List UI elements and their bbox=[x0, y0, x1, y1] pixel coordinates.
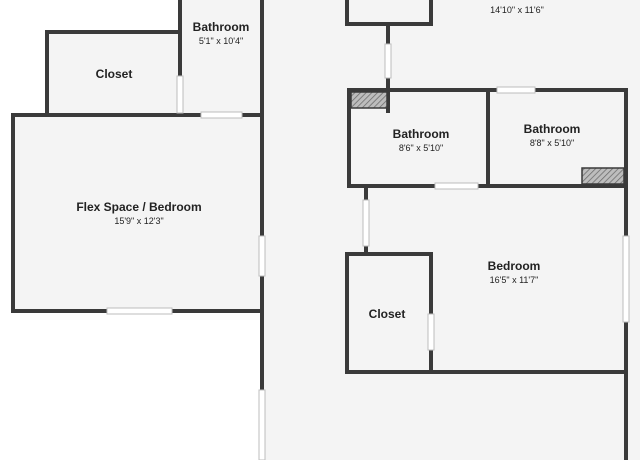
wall bbox=[624, 322, 628, 460]
floor-flex-space bbox=[13, 115, 262, 311]
wall bbox=[429, 252, 433, 314]
wall bbox=[45, 30, 182, 34]
wall bbox=[364, 188, 368, 200]
wall bbox=[429, 350, 433, 374]
window bbox=[258, 389, 266, 460]
wall bbox=[172, 309, 264, 313]
top-room-dims: 14'10" x 11'6" bbox=[490, 5, 544, 15]
bathroom-right-label: Bathroom bbox=[524, 122, 581, 136]
wall bbox=[486, 88, 490, 188]
flex-space-dims: 15'9" x 12'3" bbox=[114, 216, 163, 226]
window bbox=[362, 199, 370, 247]
wall bbox=[429, 0, 433, 26]
wall bbox=[364, 246, 368, 252]
window bbox=[622, 235, 630, 323]
wall bbox=[345, 22, 433, 26]
bathroom-mid-dims: 8'6" x 5'10" bbox=[399, 143, 443, 153]
bedroom-dims: 16'5" x 11'7" bbox=[490, 275, 539, 285]
window bbox=[106, 307, 173, 315]
hatched-fixtures bbox=[350, 91, 625, 185]
floor-closet-left bbox=[47, 32, 182, 115]
floor-areas bbox=[13, 0, 640, 460]
wall bbox=[347, 184, 435, 188]
bathroom-top-dims: 5'1" x 10'4" bbox=[199, 36, 243, 46]
window bbox=[496, 86, 536, 94]
flex-space-label: Flex Space / Bedroom bbox=[76, 200, 201, 214]
wall bbox=[178, 0, 182, 76]
wall bbox=[11, 309, 107, 313]
wall bbox=[345, 252, 349, 374]
walls bbox=[11, 0, 628, 460]
wall bbox=[624, 88, 628, 236]
closet-left-label: Closet bbox=[96, 67, 133, 81]
window bbox=[434, 182, 479, 190]
bathroom-top-label: Bathroom bbox=[193, 20, 250, 34]
wall bbox=[345, 370, 628, 374]
wall bbox=[242, 113, 262, 117]
bedroom-label: Bedroom bbox=[488, 259, 541, 273]
closet-right-label: Closet bbox=[369, 307, 406, 321]
wall bbox=[347, 88, 497, 92]
wall bbox=[11, 113, 201, 117]
wall bbox=[347, 88, 351, 188]
wall bbox=[478, 184, 628, 188]
wall bbox=[345, 252, 433, 256]
wall bbox=[345, 0, 349, 26]
wall bbox=[45, 30, 49, 115]
window bbox=[384, 43, 392, 79]
wall bbox=[11, 113, 15, 313]
hatched-fixture bbox=[581, 167, 625, 185]
window bbox=[200, 111, 243, 119]
floor-top-bathroom bbox=[180, 0, 262, 115]
wall bbox=[535, 88, 628, 92]
bathroom-mid-label: Bathroom bbox=[393, 127, 450, 141]
wall bbox=[386, 78, 390, 113]
wall bbox=[386, 26, 390, 44]
window bbox=[258, 235, 266, 277]
windows bbox=[106, 43, 630, 460]
wall bbox=[260, 0, 264, 460]
bathroom-right-dims: 8'8" x 5'10" bbox=[530, 138, 574, 148]
room-labels: 14'10" x 11'6" Bathroom 5'1" x 10'4" Clo… bbox=[76, 5, 580, 321]
window bbox=[176, 75, 184, 114]
hatched-fixture bbox=[350, 91, 388, 109]
floor-hallway-and-right-wing bbox=[262, 0, 640, 460]
window bbox=[427, 313, 435, 351]
